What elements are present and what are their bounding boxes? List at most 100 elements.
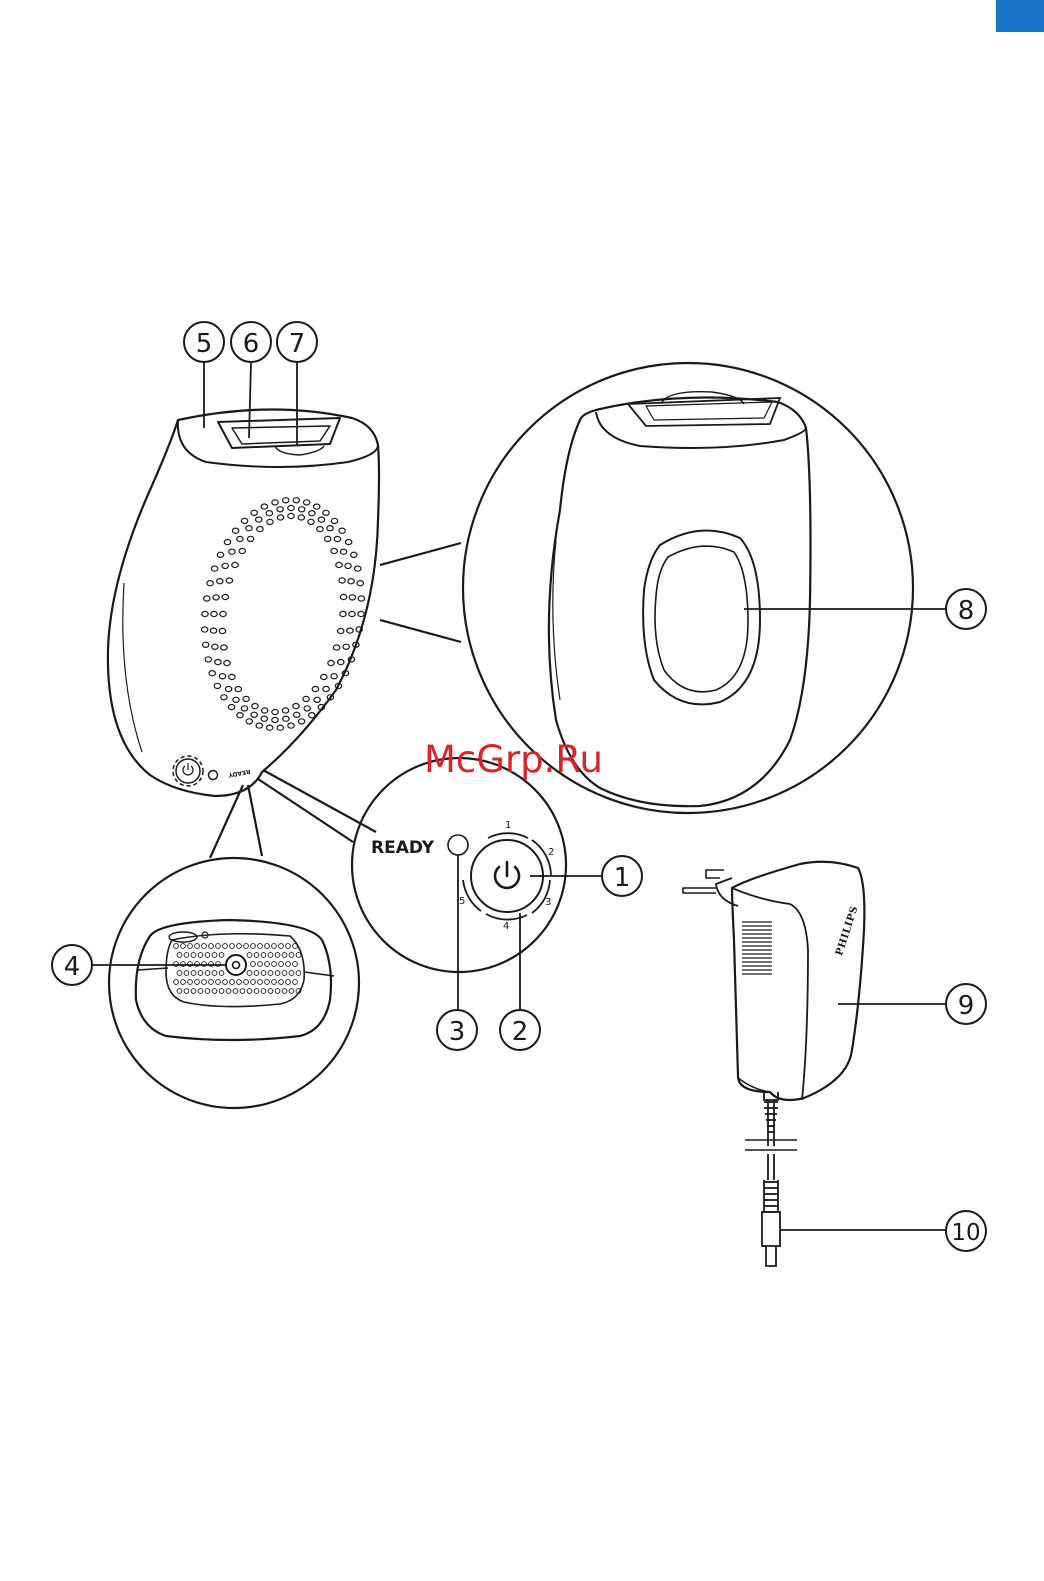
grill-hole (289, 953, 294, 958)
speaker-dot (298, 515, 304, 520)
grill-hole (286, 980, 291, 985)
grill-hole (223, 980, 228, 985)
grill-hole (251, 962, 256, 967)
speaker-dot (277, 725, 283, 730)
grill-hole (275, 971, 280, 976)
grill-hole (254, 989, 259, 994)
grill-hole (286, 944, 291, 949)
speaker-dot (283, 716, 289, 721)
grill-hole (265, 962, 270, 967)
svg-text:8: 8 (958, 596, 975, 626)
speaker-dot (235, 687, 241, 692)
speaker-dot (288, 723, 294, 728)
speaker-dot (298, 719, 304, 724)
grill-hole (188, 944, 193, 949)
speaker-dot (345, 563, 351, 568)
grill-hole (198, 989, 203, 994)
grill-hole (181, 980, 186, 985)
speaker-dot (318, 517, 324, 522)
speaker-dot (314, 697, 320, 702)
speaker-dot (247, 536, 253, 541)
speaker-dot (347, 628, 353, 633)
grill-hole (209, 944, 214, 949)
grill-hole (209, 980, 214, 985)
grill-hole (268, 953, 273, 958)
speaker-dot (210, 628, 216, 633)
grill-hole (212, 953, 217, 958)
grill-hole (226, 989, 231, 994)
svg-text:3: 3 (449, 1017, 466, 1047)
adapter-vents (742, 922, 772, 974)
grill-hole (223, 944, 228, 949)
adapter (683, 862, 864, 1100)
speaker-dot (211, 566, 217, 571)
speaker-dot (256, 517, 262, 522)
level-5-label: 5 (459, 896, 465, 907)
callout-1: 1 (602, 856, 642, 896)
grill-hole (237, 944, 242, 949)
level-1-label: 1 (505, 820, 511, 831)
speaker-dot (339, 578, 345, 583)
speaker-dot (237, 713, 243, 718)
svg-text:10: 10 (951, 1220, 980, 1246)
speaker-dot (358, 611, 364, 616)
grill-hole (293, 980, 298, 985)
speaker-dot (340, 594, 346, 599)
speaker-dot (331, 548, 337, 553)
speaker-dot (266, 511, 272, 516)
speaker-dot (207, 581, 213, 586)
grill-hole (272, 980, 277, 985)
speaker-dot (219, 628, 225, 633)
speaker-dot (202, 611, 208, 616)
grill-hole (279, 962, 284, 967)
speaker-dot (277, 515, 283, 520)
speaker-dot-pattern (201, 498, 364, 731)
speaker-dot (272, 500, 278, 505)
adapter-brand-logo: PHILIPS (834, 905, 860, 957)
speaker-dot (328, 660, 334, 665)
grill-hole (286, 962, 291, 967)
speaker-dot (293, 498, 299, 503)
speaker-dot (272, 717, 278, 722)
grill-hole (237, 980, 242, 985)
grill-hole (279, 944, 284, 949)
speaker-dot (312, 687, 318, 692)
grill-hole (230, 944, 235, 949)
speaker-dot (358, 596, 364, 601)
speaker-dot (215, 660, 221, 665)
speaker-dot (283, 498, 289, 503)
speaker-dot (220, 611, 226, 616)
speaker-dot (288, 513, 294, 518)
speaker-dot (203, 642, 209, 647)
grill-hole (174, 980, 179, 985)
grill-hole (174, 944, 179, 949)
speaker-dot (336, 562, 342, 567)
speaker-dot (348, 579, 354, 584)
speaker-dot (338, 660, 344, 665)
device-control-cluster (173, 756, 218, 786)
callout-10: 10 (946, 1211, 986, 1251)
speaker-dot (303, 696, 309, 701)
speaker-dot (261, 504, 267, 509)
speaker-dot (331, 674, 337, 679)
grill-hole (275, 953, 280, 958)
grill-hole (198, 953, 203, 958)
speaker-dot (219, 674, 225, 679)
speaker-dot (205, 657, 211, 662)
grill-hole (188, 980, 193, 985)
callout-5: 5 (184, 322, 224, 362)
speaker-dot (252, 704, 258, 709)
grill-hole (205, 953, 210, 958)
grill-hole (219, 953, 224, 958)
grill-hole (212, 971, 217, 976)
speaker-dot (288, 505, 294, 510)
grill-hole (268, 989, 273, 994)
grill-hole (240, 989, 245, 994)
callout-4: 4 (52, 945, 92, 985)
speaker-dot (251, 510, 257, 515)
grill-hole (279, 980, 284, 985)
speaker-dot (323, 686, 329, 691)
speaker-dot (334, 536, 340, 541)
grill-hole (251, 980, 256, 985)
